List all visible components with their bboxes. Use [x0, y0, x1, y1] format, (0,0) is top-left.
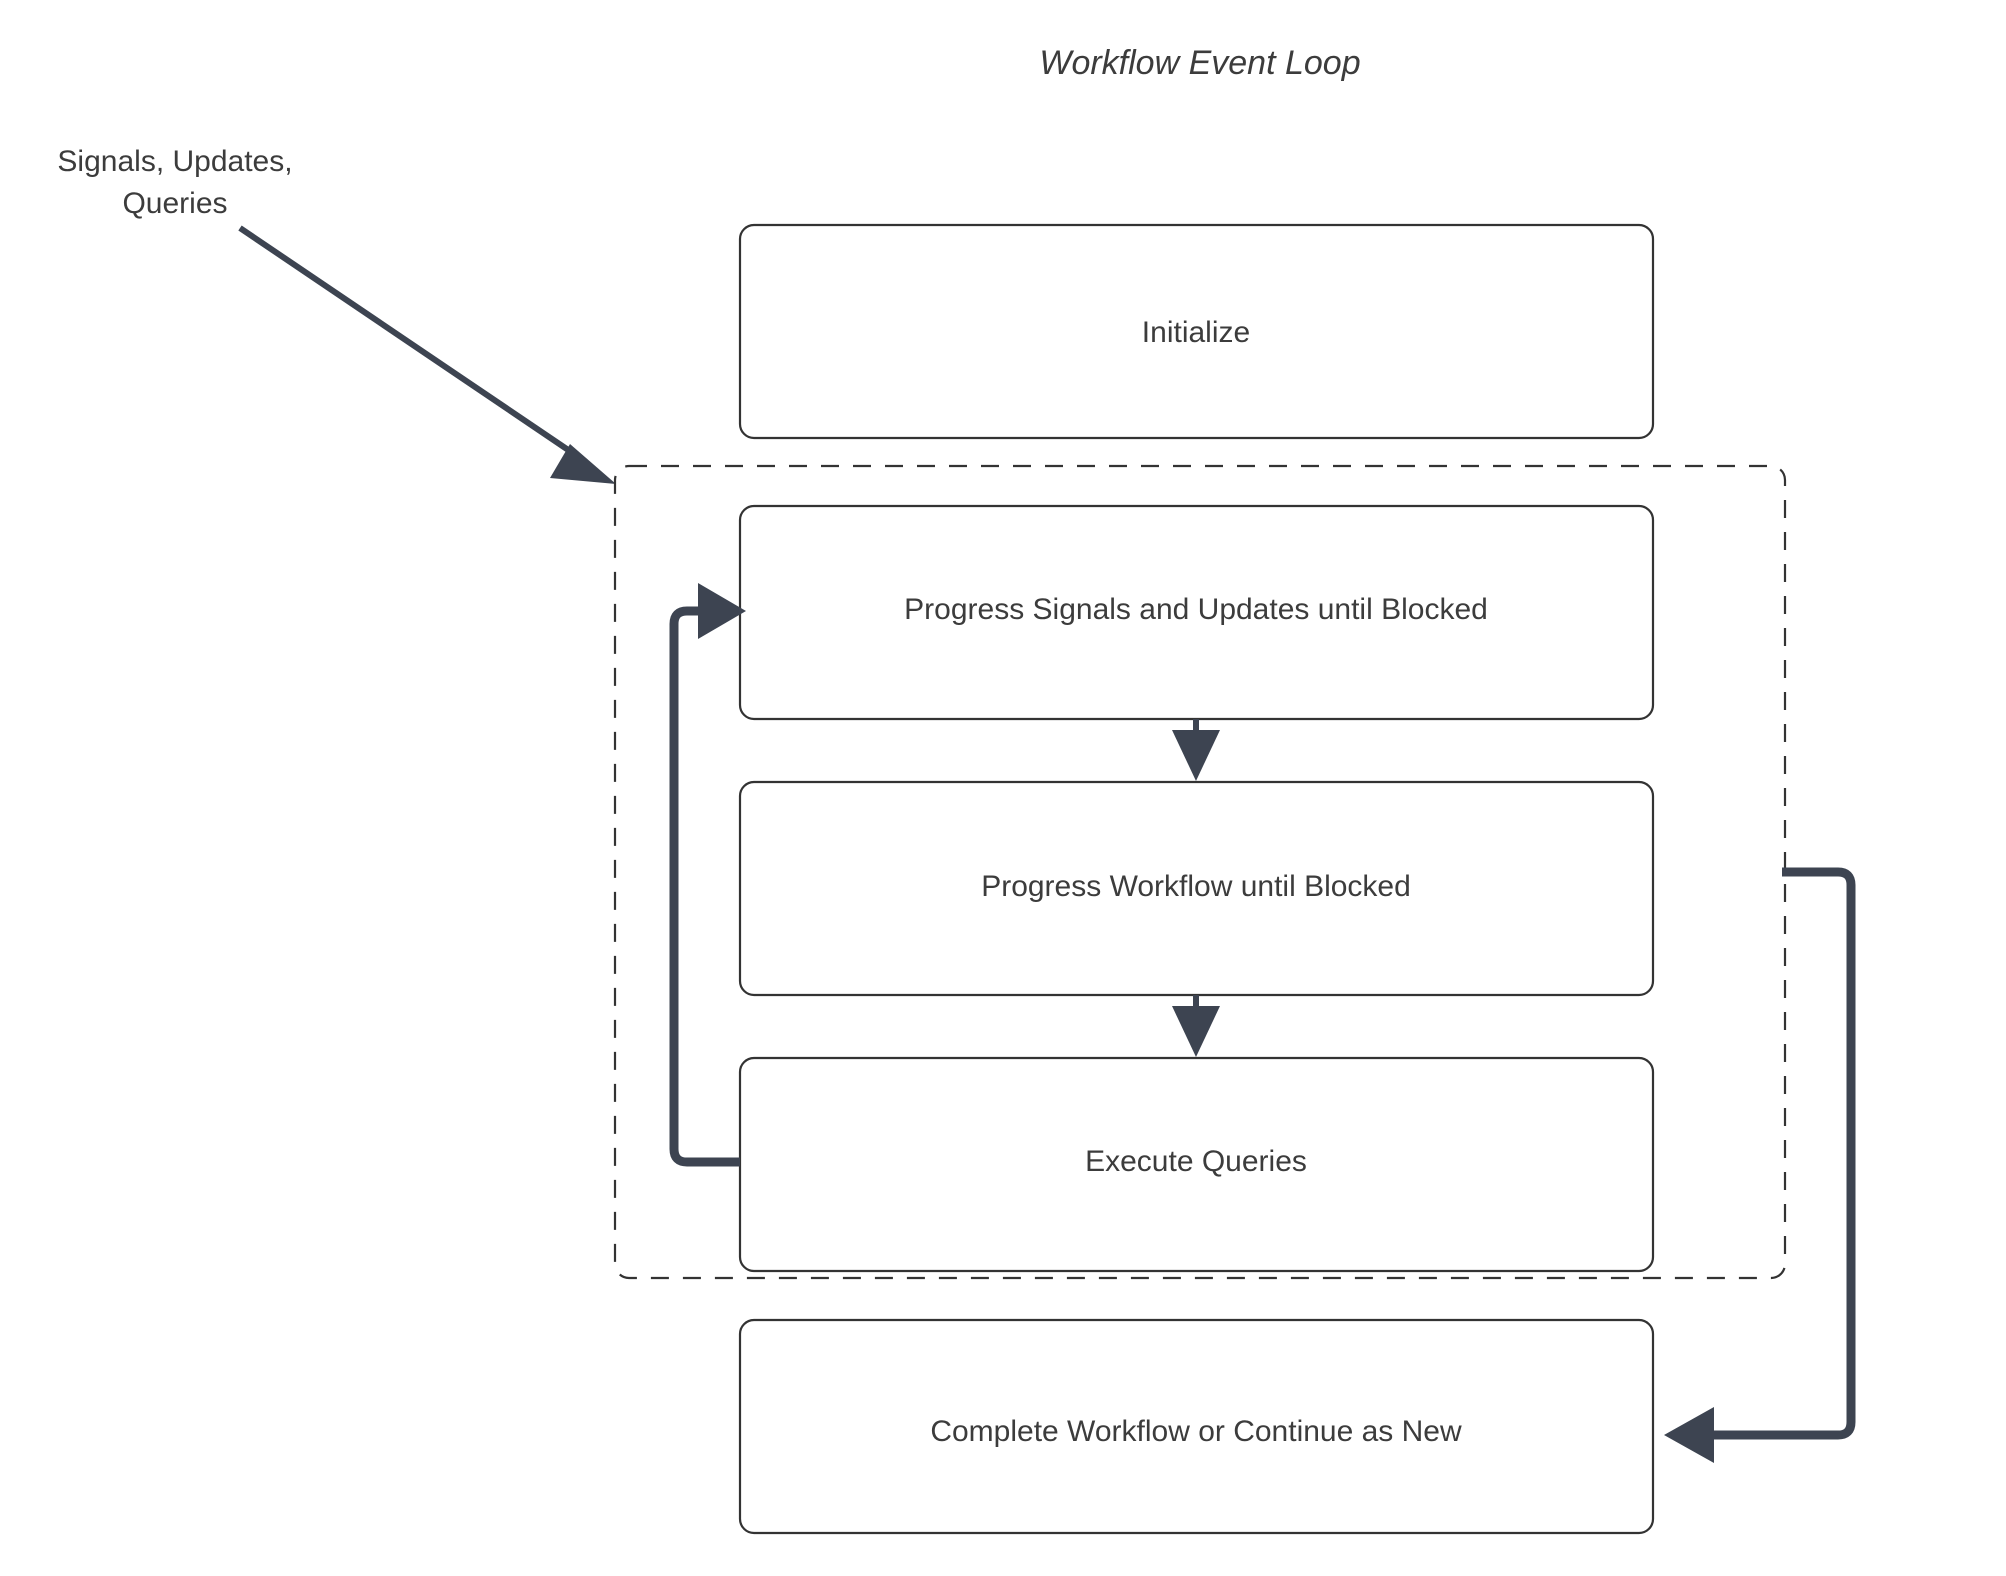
edge-queries-loopback-arrowhead: [698, 583, 746, 639]
node-initialize-box: [738, 223, 1655, 440]
node-initialize-label: Initialize: [1142, 316, 1250, 349]
event-loop-group: [613, 464, 1787, 1280]
edge-input-to-loop-arrowhead: [550, 444, 616, 484]
edge-signals-to-workflow-arrowhead: [1172, 730, 1220, 781]
signals-updates-queries-label-line2: Queries: [122, 187, 227, 220]
edge-workflow-to-queries: [1172, 995, 1220, 1057]
edge-signals-to-workflow: [1172, 719, 1220, 781]
diagram-title: Workflow Event Loop: [1039, 44, 1360, 82]
node-progress-workflow: Progress Workflow until Blocked: [738, 780, 1655, 997]
node-complete-workflow-box: [738, 1318, 1655, 1535]
node-initialize: Initialize: [738, 223, 1655, 440]
node-complete-workflow: Complete Workflow or Continue as New: [738, 1318, 1655, 1535]
node-progress-signals: Progress Signals and Updates until Block…: [738, 504, 1655, 721]
signals-updates-queries-label-line1: Signals, Updates,: [57, 145, 292, 178]
node-execute-queries-label: Execute Queries: [1085, 1145, 1307, 1178]
node-progress-workflow-label: Progress Workflow until Blocked: [981, 870, 1411, 903]
edge-workflow-to-queries-arrowhead: [1172, 1006, 1220, 1057]
node-complete-workflow-label: Complete Workflow or Continue as New: [930, 1415, 1462, 1448]
node-execute-queries: Execute Queries: [738, 1056, 1655, 1273]
node-progress-signals-label: Progress Signals and Updates until Block…: [904, 593, 1488, 626]
edge-input-to-loop: [238, 225, 616, 484]
edge-loop-to-complete-arrowhead: [1664, 1407, 1714, 1463]
edge-queries-loopback: [669, 583, 746, 1167]
edge-loop-to-complete: [1664, 867, 1856, 1463]
